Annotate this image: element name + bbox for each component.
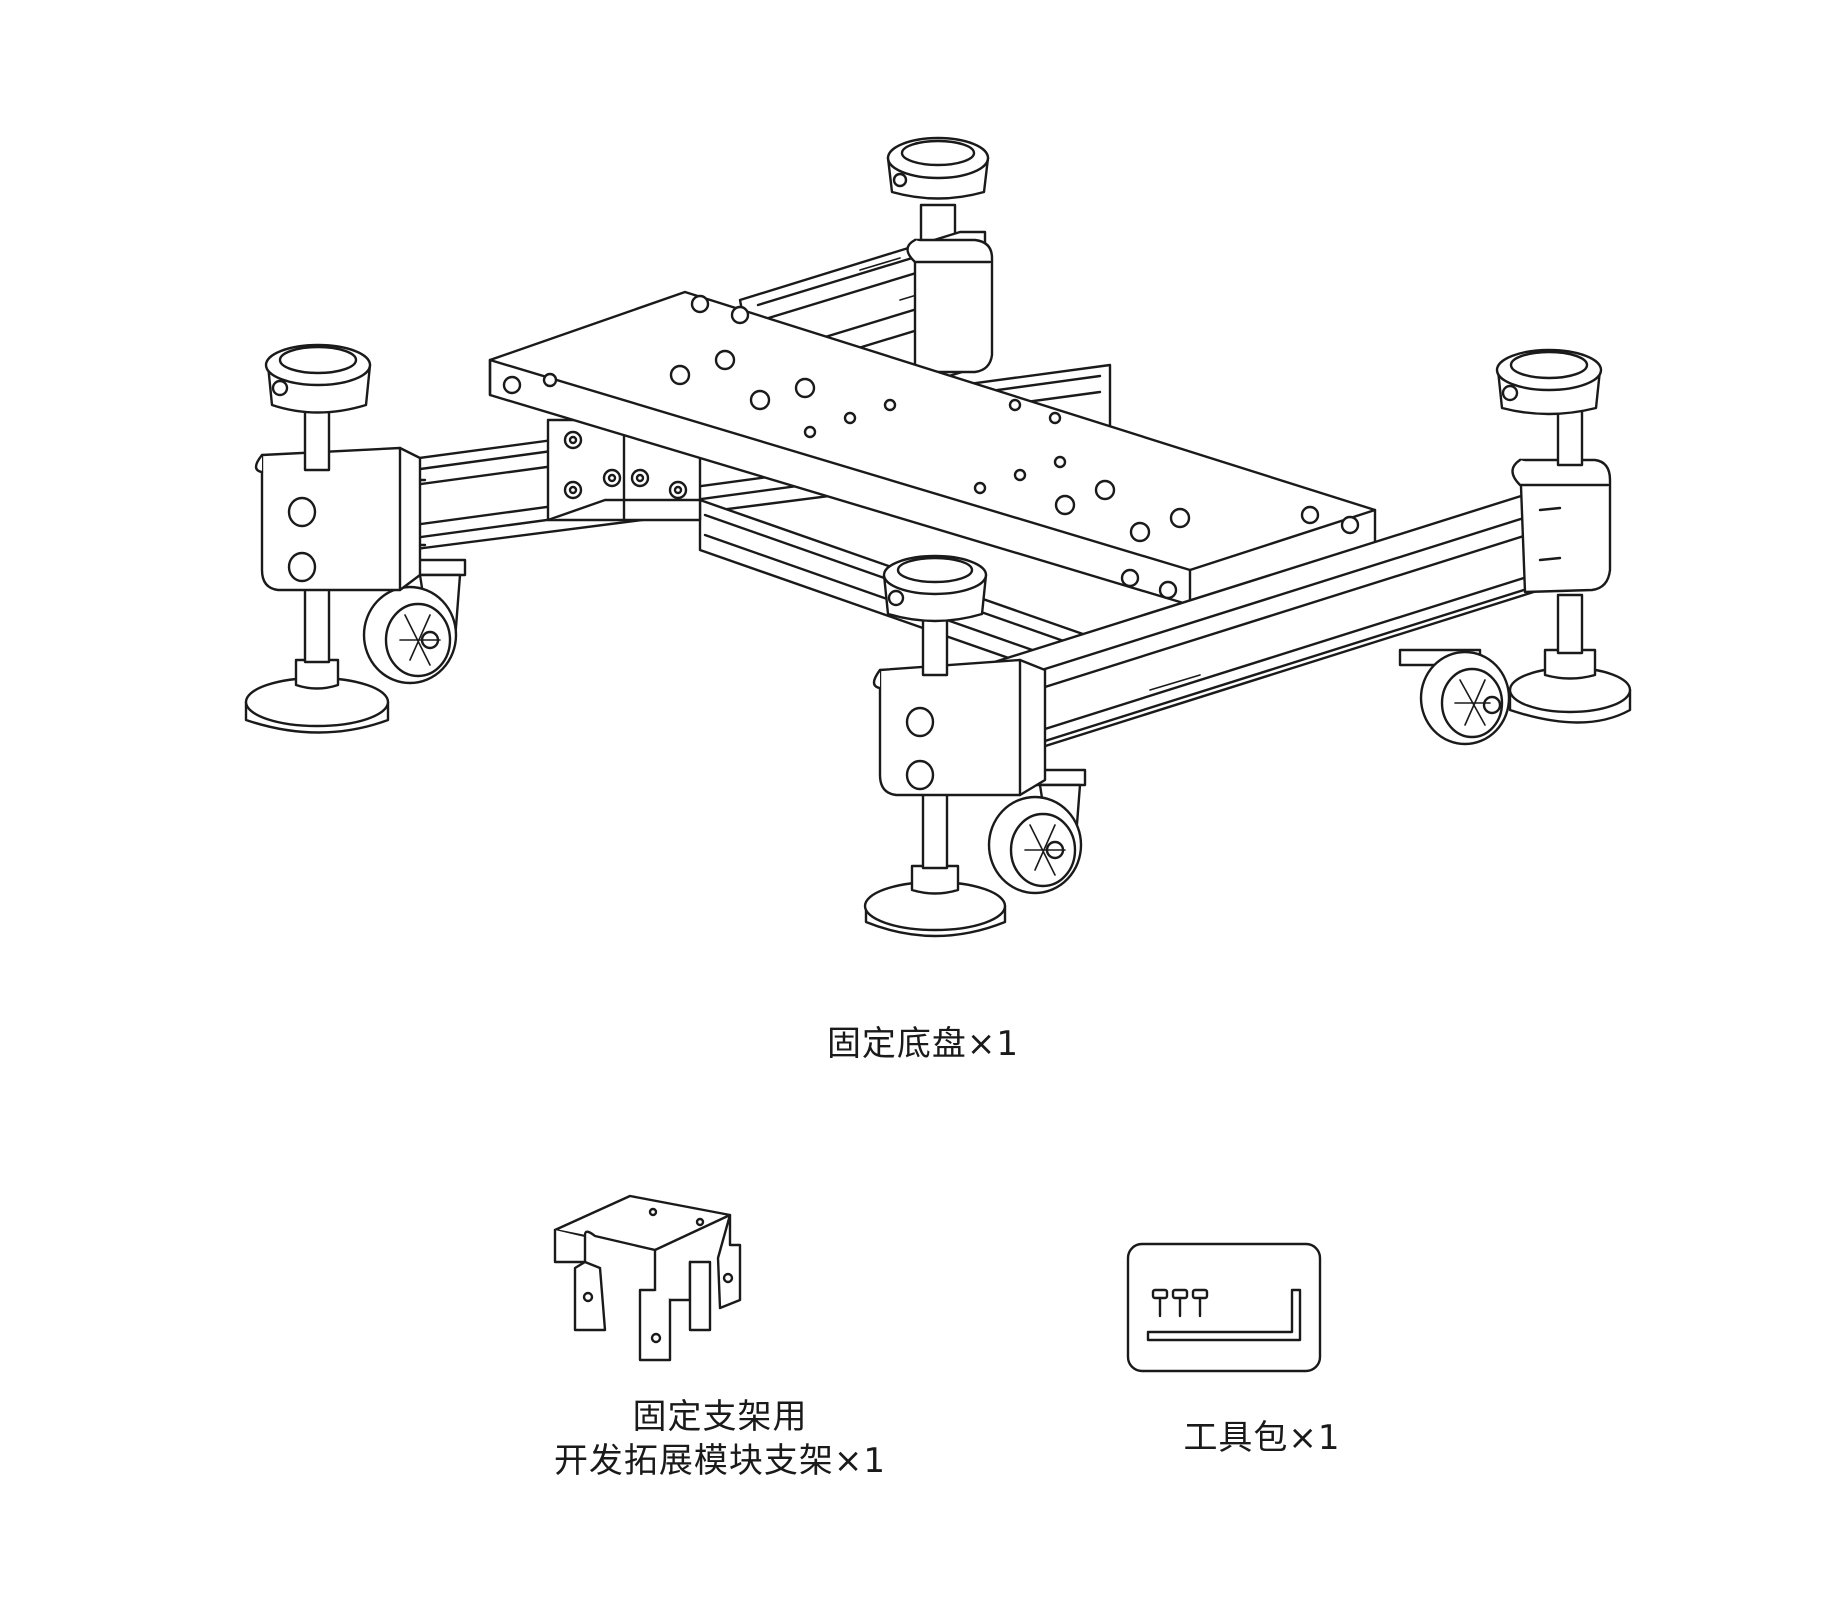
toolkit-drawing <box>1126 1242 1322 1373</box>
bracket-drawing <box>553 1194 742 1362</box>
screw-icon <box>1151 1288 1209 1318</box>
corner-block-right <box>1511 458 1612 594</box>
bracket-label: 固定支架用 开发拓展模块支架×1 <box>420 1395 1020 1483</box>
knob-left <box>264 343 372 472</box>
toolkit-label: 工具包×1 <box>1062 1416 1462 1460</box>
knob-back-right <box>886 136 990 272</box>
bracket-label-line-1: 固定支架用 <box>632 1397 808 1437</box>
right-caster <box>1398 648 1511 746</box>
right-foot-pad <box>1508 593 1632 724</box>
front-caster <box>987 768 1087 895</box>
toolkit-label-line: 工具包×1 <box>1183 1418 1341 1458</box>
left-foot-pad <box>244 578 390 734</box>
hex-key-icon <box>1146 1288 1302 1342</box>
corner-block-back-right <box>906 238 994 374</box>
bracket-label-line-2: 开发拓展模块支架×1 <box>553 1441 887 1481</box>
front-foot-pad <box>863 788 1007 938</box>
knob-right <box>1495 348 1603 467</box>
mounting-plate <box>488 290 1377 607</box>
corner-block-front <box>872 658 1047 797</box>
chassis-label-line: 固定底盘×1 <box>826 1024 1020 1064</box>
chassis-drawing <box>244 136 1632 938</box>
corner-block-left <box>254 446 427 592</box>
chassis-label: 固定底盘×1 <box>723 1022 1123 1066</box>
knob-front <box>882 554 988 677</box>
